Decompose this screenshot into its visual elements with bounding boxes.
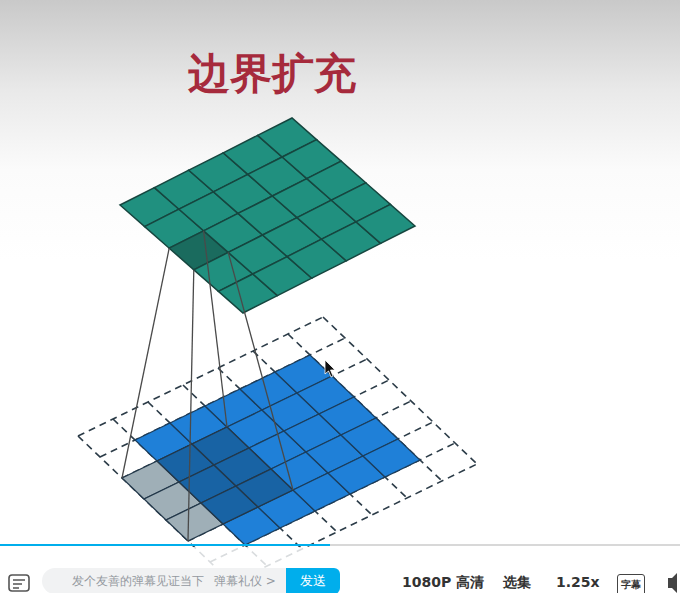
progress-fill bbox=[0, 544, 330, 546]
danmaku-input: 发个友善的弹幕见证当下弹幕礼仪 > bbox=[42, 568, 286, 593]
projection-line bbox=[122, 248, 169, 478]
quality-button: 1080P 高清 bbox=[402, 573, 484, 591]
mouse-cursor bbox=[325, 360, 335, 377]
speed-button: 1.25x bbox=[556, 573, 600, 591]
volume-icon bbox=[668, 573, 677, 593]
output-cell bbox=[356, 204, 415, 243]
send-button: 发送 bbox=[286, 568, 340, 593]
subtitle-icon: 字幕 bbox=[617, 574, 645, 593]
kernel-cell bbox=[236, 469, 293, 507]
input-grid bbox=[78, 317, 477, 583]
slide-title: 边界扩充 bbox=[188, 46, 356, 102]
player-bar bbox=[0, 547, 680, 593]
episodes-button: 选集 bbox=[503, 573, 531, 591]
projection-line bbox=[204, 231, 227, 427]
node-text: 弹幕礼仪 > bbox=[214, 573, 276, 590]
input-placeholder: 发送 bbox=[300, 572, 326, 590]
danmaku-icon bbox=[9, 575, 29, 591]
projection-line bbox=[228, 252, 293, 490]
input-cell bbox=[363, 439, 420, 477]
input-placeholder: 发个友善的弹幕见证当下 bbox=[72, 573, 204, 590]
progress-track bbox=[0, 544, 680, 546]
projection-lines bbox=[122, 231, 293, 541]
projection-line bbox=[188, 270, 194, 541]
output-grid bbox=[120, 118, 415, 313]
